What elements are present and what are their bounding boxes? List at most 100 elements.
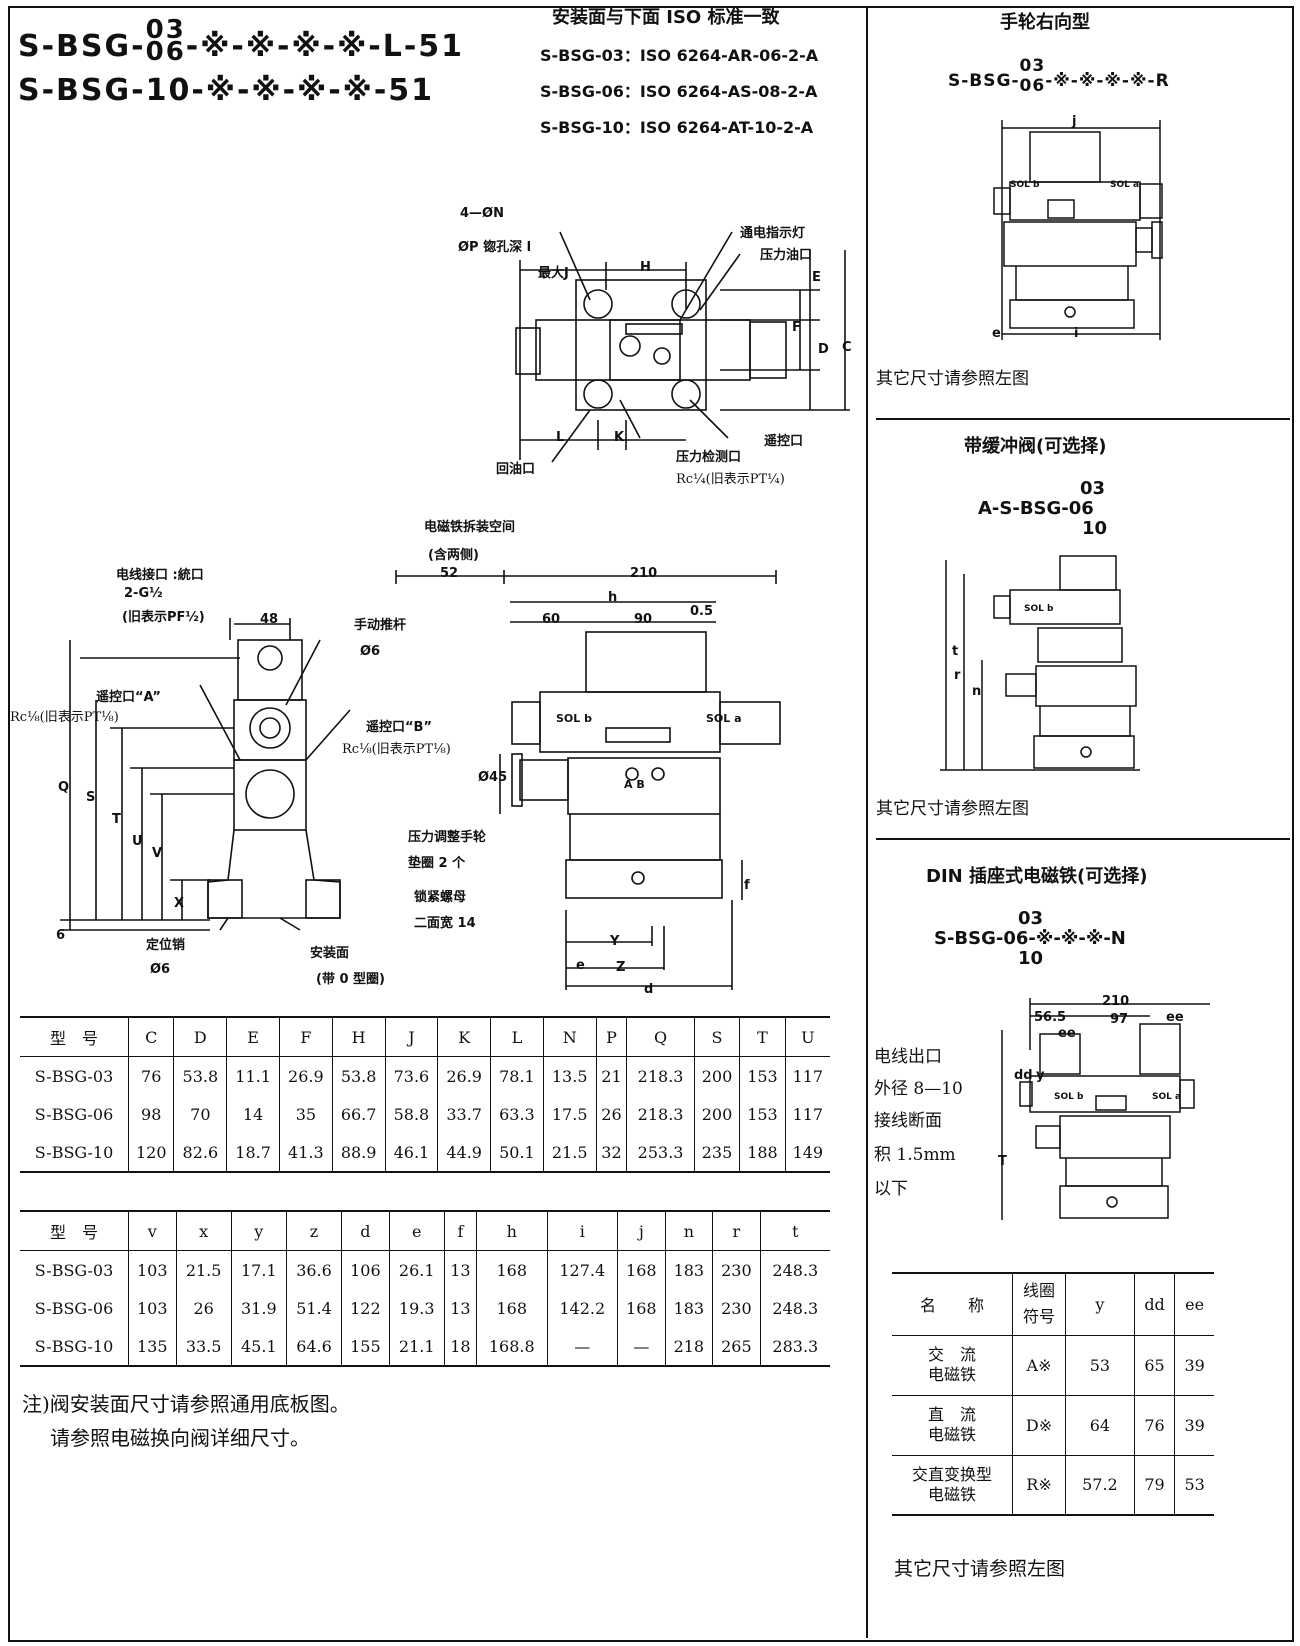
table-cell: 33.5 bbox=[175, 1327, 232, 1366]
hand-sol-a: SOL a bbox=[1110, 180, 1140, 190]
table-cell: 78.1 bbox=[490, 1056, 544, 1095]
table-cell: 36.6 bbox=[285, 1250, 342, 1289]
table-cell: 248.3 bbox=[759, 1250, 830, 1289]
table-cell: 26 bbox=[595, 1095, 627, 1133]
din-dim-210: 210 bbox=[1102, 994, 1130, 1009]
width-label: 二面宽 14 bbox=[414, 916, 476, 931]
table-cell: 218.3 bbox=[626, 1056, 695, 1095]
table-cell: 188 bbox=[739, 1133, 786, 1172]
table-cell: 265 bbox=[712, 1327, 761, 1366]
table-cell: 53 bbox=[1174, 1454, 1214, 1515]
iso-line-06: S-BSG-06：ISO 6264-AS-08-2-A bbox=[540, 82, 818, 101]
table-header-cell: f bbox=[443, 1211, 477, 1251]
table-header-cell: 名 称 bbox=[919, 1296, 984, 1316]
table-cell: 253.3 bbox=[626, 1133, 695, 1172]
table-cell: 200 bbox=[693, 1095, 740, 1133]
table-cell: 235 bbox=[693, 1133, 740, 1172]
table-header-cell: C bbox=[127, 1017, 174, 1057]
dim-u-label: U bbox=[132, 834, 143, 849]
cushion-note: 其它尺寸请参照左图 bbox=[876, 799, 1029, 819]
table-cell: 218.3 bbox=[626, 1095, 695, 1133]
table-cell: 39 bbox=[1174, 1394, 1214, 1455]
table-cell: 106 bbox=[341, 1250, 390, 1289]
table-cell: 248.3 bbox=[759, 1289, 830, 1327]
table-cell: 76 bbox=[1133, 1394, 1175, 1455]
table-cell: 13.5 bbox=[542, 1056, 597, 1095]
dim-f-label: F bbox=[792, 320, 801, 335]
table-cell: 183 bbox=[664, 1250, 713, 1289]
table-cell: 65 bbox=[1133, 1334, 1175, 1395]
remote-b-spec-label: Rc⅛(旧表示PT⅛) bbox=[342, 742, 451, 757]
both-sides-label: (含两侧) bbox=[428, 548, 479, 563]
table-cell: 73.6 bbox=[384, 1056, 438, 1095]
table-cell: 64.6 bbox=[285, 1327, 342, 1366]
return-port-label: 回油口 bbox=[496, 462, 536, 477]
table-header-cell: U bbox=[784, 1017, 830, 1057]
table-cell: — bbox=[617, 1327, 666, 1366]
table-row: 交直变换型 电磁铁 R※ 57.2 79 53 bbox=[892, 1454, 1214, 1515]
table-cell: 283.3 bbox=[759, 1327, 830, 1366]
dimension-table-2: 型 号 v x y z d e f h i j n r t S-BSG-03 1… bbox=[20, 1210, 830, 1367]
check-port-label: 压力检测口 bbox=[676, 450, 742, 465]
table-row: 交 流 电磁铁 A※ 53 65 39 bbox=[892, 1334, 1214, 1395]
table-row: S-BSG-10 120 82.6 18.7 41.3 88.9 46.1 44… bbox=[20, 1133, 830, 1172]
remote-port-label: 遥控口 bbox=[764, 434, 804, 449]
table-cell: 11.1 bbox=[226, 1056, 280, 1095]
dim-d-lower-label: d bbox=[644, 982, 654, 997]
table-cell: 53 bbox=[1065, 1334, 1135, 1395]
table-header-cell: y bbox=[230, 1211, 287, 1251]
table-header-cell: h bbox=[475, 1211, 548, 1251]
table-cell: S-BSG-06 bbox=[34, 1104, 114, 1124]
table-cell: 64 bbox=[1065, 1394, 1135, 1455]
table-cell: 70 bbox=[173, 1095, 227, 1133]
table-cell: 153 bbox=[739, 1056, 786, 1095]
table-cell: — bbox=[546, 1327, 618, 1366]
table-cell: 230 bbox=[712, 1289, 761, 1327]
table-header-cell: e bbox=[388, 1211, 445, 1251]
table-header-cell: n bbox=[664, 1211, 713, 1251]
table-cell: 31.9 bbox=[230, 1289, 287, 1327]
table-cell: 13 bbox=[443, 1289, 477, 1327]
table-header-cell: 型 号 bbox=[20, 1211, 129, 1251]
table-cell: 66.7 bbox=[331, 1095, 386, 1133]
table-cell: 17.1 bbox=[230, 1250, 287, 1289]
side-view-drawing bbox=[60, 618, 351, 931]
ports-ab-label: A B bbox=[624, 778, 645, 791]
table-header-row: 型 号 C D E F H J K L N P Q S T U bbox=[20, 1017, 830, 1057]
din-dim-565: 56.5 bbox=[1034, 1010, 1067, 1025]
locating-pin-label: 定位销 bbox=[146, 938, 186, 953]
table-cell: 41.3 bbox=[278, 1133, 333, 1172]
model-code-06: 06 bbox=[145, 36, 186, 67]
table-cell: 168 bbox=[475, 1250, 548, 1289]
dim-90-label: 90 bbox=[634, 612, 653, 627]
din-dim-t: T bbox=[998, 1154, 1007, 1169]
dim-c-label: C bbox=[842, 340, 852, 355]
table-row: S-BSG-10 135 33.5 45.1 64.6 155 21.1 18 … bbox=[20, 1327, 830, 1366]
din-dim-dd: dd bbox=[1014, 1068, 1033, 1083]
table-header-cell: S bbox=[693, 1017, 740, 1057]
phi45-label: Ø45 bbox=[478, 770, 508, 785]
wire-spec-label: 2-G½ bbox=[124, 586, 163, 601]
dim-x-label: X bbox=[174, 896, 185, 911]
hand-dim-j: j bbox=[1072, 114, 1077, 129]
table-cell: 155 bbox=[341, 1327, 390, 1366]
right-divider-2 bbox=[876, 838, 1290, 840]
table-header-cell: J bbox=[384, 1017, 438, 1057]
table-cell: 26.1 bbox=[388, 1250, 445, 1289]
din-note-4: 积 1.5mm bbox=[874, 1145, 956, 1165]
table-cell: 18.7 bbox=[226, 1133, 280, 1172]
remote-a-label: 遥控口“A” bbox=[96, 690, 161, 705]
table-cell: 183 bbox=[664, 1289, 713, 1327]
final-note: 其它尺寸请参照左图 bbox=[894, 1558, 1066, 1580]
o-ring-label: (带 0 型圈) bbox=[316, 972, 385, 987]
table-cell: 79 bbox=[1133, 1454, 1175, 1515]
pressure-port-label: 压力油口 bbox=[760, 248, 813, 263]
dim-k-label: K bbox=[614, 430, 625, 445]
din-sol-a: SOL a bbox=[1152, 1092, 1182, 1102]
table-cell: R※ bbox=[1012, 1454, 1066, 1515]
table-cell: A※ bbox=[1012, 1334, 1066, 1395]
front-view-drawing bbox=[395, 570, 781, 990]
din-sol-b: SOL b bbox=[1054, 1092, 1084, 1102]
removal-space-label: 电磁铁拆装空间 bbox=[424, 520, 516, 535]
